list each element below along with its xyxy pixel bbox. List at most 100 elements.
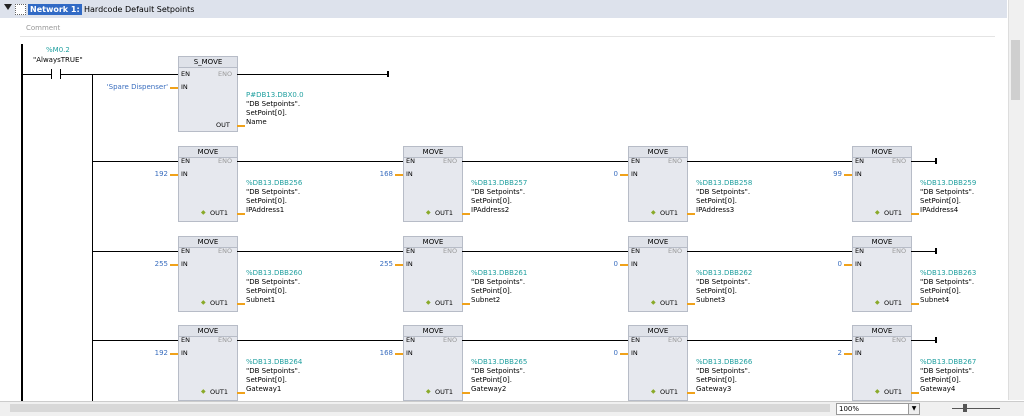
move-out-tag[interactable]: SetPoint[0]. xyxy=(696,287,738,295)
move-out-tag[interactable]: Subnet4 xyxy=(920,296,950,304)
move-out-tag[interactable]: Subnet3 xyxy=(696,296,726,304)
move-block[interactable]: MOVE xyxy=(628,325,688,401)
network-select-box[interactable] xyxy=(15,4,26,15)
move-out-tag[interactable]: SetPoint[0]. xyxy=(246,197,288,205)
network-title[interactable]: Network 1: xyxy=(28,4,82,15)
move-out-tag[interactable]: SetPoint[0]. xyxy=(471,287,513,295)
move-in-tick xyxy=(395,264,403,266)
move-input-value[interactable]: 192 xyxy=(154,170,168,178)
network-name[interactable]: Hardcode Default Setpoints xyxy=(84,5,195,14)
move-out-tag[interactable]: "DB Setpoints". xyxy=(696,278,751,286)
move-out-tag[interactable]: IPAddress2 xyxy=(471,206,510,214)
move-input-value[interactable]: 255 xyxy=(379,260,393,268)
move-block[interactable]: MOVE xyxy=(403,146,463,222)
move-block[interactable]: MOVE xyxy=(628,236,688,312)
move-out-tag[interactable]: "DB Setpoints". xyxy=(920,278,975,286)
move-out-tag[interactable]: SetPoint[0]. xyxy=(920,197,962,205)
move-out-tag[interactable]: "DB Setpoints". xyxy=(696,367,751,375)
move-out-tag[interactable]: "DB Setpoints". xyxy=(696,188,751,196)
move-block[interactable]: MOVE xyxy=(178,146,238,222)
normally-open-contact[interactable] xyxy=(51,69,61,79)
s-move-input-literal[interactable]: 'Spare Dispenser' xyxy=(106,83,168,91)
move-input-value[interactable]: 0 xyxy=(837,260,842,268)
move-out-tag[interactable]: SetPoint[0]. xyxy=(920,287,962,295)
move-out-address: %DB13.DBB265 xyxy=(471,358,528,366)
move-block[interactable]: MOVE xyxy=(403,325,463,401)
move-out-tag[interactable]: SetPoint[0]. xyxy=(920,376,962,384)
move-eno-pin: ENO xyxy=(218,336,233,344)
move-out-tag[interactable]: SetPoint[0]. xyxy=(246,287,288,295)
move-out-tag[interactable]: IPAddress1 xyxy=(246,206,285,214)
move-out-tag[interactable]: "DB Setpoints". xyxy=(920,367,975,375)
move-eno-pin: ENO xyxy=(892,157,907,165)
move-out-tag[interactable]: Gateway2 xyxy=(471,385,507,393)
move-input-value[interactable]: 168 xyxy=(379,170,393,178)
move-out-tag[interactable]: IPAddress4 xyxy=(920,206,959,214)
move-out-tick xyxy=(687,213,695,215)
move-out-tag[interactable]: IPAddress3 xyxy=(696,206,735,214)
out-arrow-icon: ◆ xyxy=(201,388,206,395)
move-out-tag[interactable]: SetPoint[0]. xyxy=(246,376,288,384)
move-out-tag[interactable]: "DB Setpoints". xyxy=(471,278,526,286)
horizontal-scroll-thumb[interactable] xyxy=(10,404,830,412)
move-out-address: %DB13.DBB267 xyxy=(920,358,977,366)
move-block[interactable]: MOVE xyxy=(403,236,463,312)
move-input-value[interactable]: 0 xyxy=(613,170,618,178)
move-out-tag[interactable]: SetPoint[0]. xyxy=(471,376,513,384)
move-in-pin: IN xyxy=(855,260,862,268)
move-in-tick xyxy=(844,353,852,355)
move-out-pin: OUT1 xyxy=(435,388,453,396)
move-out-tag[interactable]: "DB Setpoints". xyxy=(471,367,526,375)
move-input-value[interactable]: 99 xyxy=(833,170,842,178)
s-move-block[interactable]: S_MOVE xyxy=(178,56,238,132)
move-out-tick xyxy=(237,303,245,305)
move-row-wire-start xyxy=(92,251,178,252)
move-input-value[interactable]: 168 xyxy=(379,349,393,357)
move-out-tag[interactable]: "DB Setpoints". xyxy=(471,188,526,196)
move-input-value[interactable]: 0 xyxy=(613,260,618,268)
move-out-tag[interactable]: "DB Setpoints". xyxy=(920,188,975,196)
s-move-out-tag-1[interactable]: "DB Setpoints". xyxy=(246,100,301,108)
branch-vertical-line xyxy=(92,74,93,404)
move-out-tag[interactable]: Gateway4 xyxy=(920,385,956,393)
move-out-tag[interactable]: SetPoint[0]. xyxy=(696,376,738,384)
chevron-down-icon[interactable]: ▼ xyxy=(908,403,920,415)
vertical-scroll-thumb[interactable] xyxy=(1011,40,1020,100)
collapse-triangle-icon[interactable] xyxy=(4,4,12,10)
move-block[interactable]: MOVE xyxy=(178,325,238,401)
move-block[interactable]: MOVE xyxy=(852,236,912,312)
move-block[interactable]: MOVE xyxy=(178,236,238,312)
move-out-tag[interactable]: "DB Setpoints". xyxy=(246,278,301,286)
move-input-value[interactable]: 255 xyxy=(154,260,168,268)
move-input-value[interactable]: 0 xyxy=(613,349,618,357)
move-out-tag[interactable]: SetPoint[0]. xyxy=(471,197,513,205)
out-arrow-icon: ◆ xyxy=(875,299,880,306)
move-out-pin: OUT1 xyxy=(660,388,678,396)
out-arrow-icon: ◆ xyxy=(875,388,880,395)
s-move-en-wire xyxy=(169,74,178,75)
network-comment[interactable]: Comment xyxy=(26,24,61,32)
move-eno-wire xyxy=(237,251,403,252)
move-eno-wire xyxy=(462,161,628,162)
move-block[interactable]: MOVE xyxy=(852,325,912,401)
move-title: MOVE xyxy=(853,147,911,158)
move-out-tag[interactable]: SetPoint[0]. xyxy=(696,197,738,205)
move-out-tag[interactable]: Gateway1 xyxy=(246,385,282,393)
move-input-value[interactable]: 2 xyxy=(837,349,842,357)
move-input-value[interactable]: 192 xyxy=(154,349,168,357)
move-block[interactable]: MOVE xyxy=(852,146,912,222)
move-out-tag[interactable]: Subnet2 xyxy=(471,296,501,304)
move-out-tag[interactable]: Gateway3 xyxy=(696,385,732,393)
s-move-out-tag-3[interactable]: Name xyxy=(246,118,267,126)
move-block[interactable]: MOVE xyxy=(628,146,688,222)
move-in-tick xyxy=(170,174,178,176)
zoom-slider-track[interactable] xyxy=(952,408,1000,409)
zoom-slider-handle[interactable] xyxy=(963,404,967,412)
move-out-tick xyxy=(237,213,245,215)
s-move-out-tag-2[interactable]: SetPoint[0]. xyxy=(246,109,288,117)
vertical-scrollbar[interactable] xyxy=(1008,0,1024,400)
move-eno-pin: ENO xyxy=(892,247,907,255)
move-out-tag[interactable]: "DB Setpoints". xyxy=(246,367,301,375)
move-out-tag[interactable]: "DB Setpoints". xyxy=(246,188,301,196)
move-out-tag[interactable]: Subnet1 xyxy=(246,296,276,304)
